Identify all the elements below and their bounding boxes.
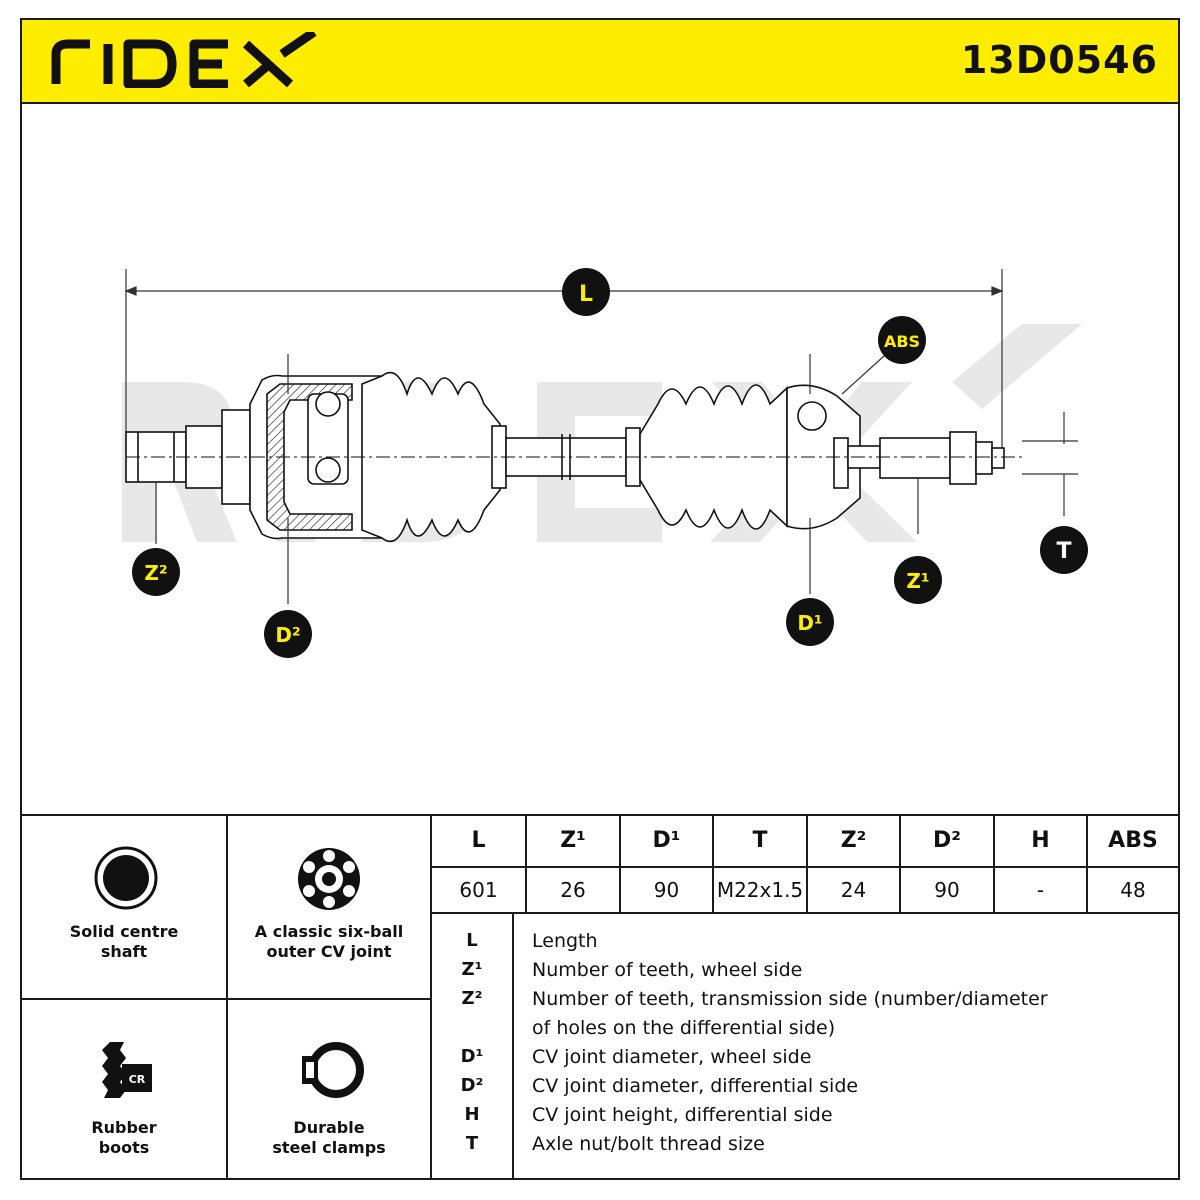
spec-header-abs: ABS: [1108, 828, 1158, 853]
callout-thread-label: T: [1056, 539, 1071, 564]
spec-header-d2: D²: [933, 828, 961, 853]
drive-shaft-diagram: L ABS Z² D² D¹ Z¹: [22, 104, 1178, 814]
legend-key: Z¹: [461, 959, 483, 980]
drive-shaft: [125, 371, 1022, 543]
feature-label-line2: boots: [98, 1138, 150, 1157]
legend-key: T: [465, 1133, 479, 1154]
legend-key: Z²: [461, 988, 483, 1009]
legend-key: D²: [460, 1075, 484, 1096]
legend-text: Axle nut/bolt thread size: [532, 1133, 765, 1155]
spec-header-l: L: [471, 828, 486, 853]
legend-key: H: [464, 1104, 480, 1125]
callout-abs-label: ABS: [884, 332, 920, 351]
legend-text: CV joint diameter, wheel side: [532, 1046, 812, 1068]
spec-value-z2: 24: [840, 878, 867, 902]
feature-label-line1: Rubber: [91, 1118, 157, 1137]
feature-label-line2: outer CV joint: [266, 942, 392, 961]
legend-key: D¹: [460, 1046, 484, 1067]
feature-steel-clamps: Durable steel clamps: [228, 1000, 430, 1180]
legend-text: of holes on the differential side): [532, 1017, 836, 1039]
steel-clamp-icon: [302, 1042, 364, 1098]
callout-z2: Z²: [132, 548, 180, 596]
callout-thread: T: [1040, 526, 1088, 574]
boot-badge: CR: [129, 1073, 146, 1086]
spec-value-d2: 90: [934, 878, 960, 902]
spec-value-l: 601: [459, 878, 498, 902]
datasheet: 13D0546: [20, 18, 1180, 1180]
feature-label-line2: shaft: [100, 942, 148, 961]
callout-d2: D²: [264, 610, 312, 658]
legend-text: Length: [532, 930, 598, 952]
legend-text: Number of teeth, transmission side (numb…: [532, 988, 1048, 1010]
spec-header-d1: D¹: [652, 828, 681, 853]
spec-value-t: M22x1.5: [716, 878, 804, 902]
callout-z1: Z¹: [894, 556, 942, 604]
feature-rubber-boots: CR Rubber boots: [22, 1000, 226, 1180]
legend-text: CV joint height, differential side: [532, 1104, 833, 1126]
spec-header-z1: Z¹: [560, 828, 586, 853]
legend-text: Number of teeth, wheel side: [532, 959, 803, 981]
brand-logo: [50, 28, 320, 92]
callout-z1-label: Z¹: [906, 569, 929, 593]
legend-key: L: [466, 930, 478, 951]
spec-header-z2: Z²: [840, 828, 867, 853]
solid-shaft-icon: [94, 846, 158, 910]
spec-value-abs: 48: [1120, 878, 1146, 902]
callout-abs: ABS: [878, 316, 926, 364]
header-bar: 13D0546: [22, 20, 1178, 104]
spec-header-h: H: [1031, 828, 1050, 853]
rubber-boot-icon: CR: [102, 1042, 152, 1098]
feature-label-line2: steel clamps: [272, 1138, 386, 1157]
six-ball-joint-icon: [298, 848, 360, 910]
legend-text: CV joint diameter, differential side: [532, 1075, 859, 1097]
callout-length-label: L: [579, 282, 593, 307]
spec-value-d1: 90: [653, 878, 680, 902]
callout-d1: D¹: [786, 598, 834, 646]
feature-label-line1: Durable: [293, 1118, 365, 1137]
callout-length: L: [562, 268, 610, 316]
feature-six-ball-joint: A classic six-ball outer CV joint: [228, 816, 430, 998]
feature-solid-shaft: Solid centre shaft: [22, 816, 226, 998]
spec-panel: Solid centre shaft A classic six-ball ou…: [22, 814, 1178, 1180]
feature-label-line1: A classic six-ball: [254, 922, 404, 941]
callout-d1-label: D¹: [797, 611, 822, 635]
spec-value-h: -: [1036, 878, 1045, 902]
part-number: 13D0546: [960, 38, 1158, 82]
spec-value-z1: 26: [560, 878, 586, 902]
callout-d2-label: D²: [275, 623, 300, 647]
spec-header-t: T: [752, 828, 768, 853]
feature-label-line1: Solid centre: [69, 922, 179, 941]
callout-z2-label: Z²: [144, 561, 167, 585]
